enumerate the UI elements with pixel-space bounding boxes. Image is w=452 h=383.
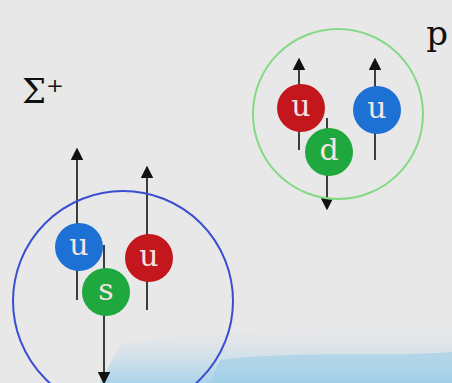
quark-label: d xyxy=(319,135,338,165)
proton-circle: puud xyxy=(252,28,424,200)
particle-name: p xyxy=(426,16,448,50)
quark-label: u xyxy=(367,93,386,123)
up-quark: u xyxy=(55,223,103,271)
quark-label: s xyxy=(98,275,113,305)
quark-label: u xyxy=(291,91,310,121)
down-quark: d xyxy=(305,128,353,176)
strange-quark: s xyxy=(82,268,130,316)
up-quark: u xyxy=(353,86,401,134)
particle-name: Σ⁺ xyxy=(22,74,64,108)
quark-label: u xyxy=(69,230,88,260)
blue-wash xyxy=(210,352,452,383)
up-quark: u xyxy=(277,84,325,132)
up-quark: u xyxy=(125,234,173,282)
blue-wash xyxy=(100,320,452,383)
quark-label: u xyxy=(139,241,158,271)
